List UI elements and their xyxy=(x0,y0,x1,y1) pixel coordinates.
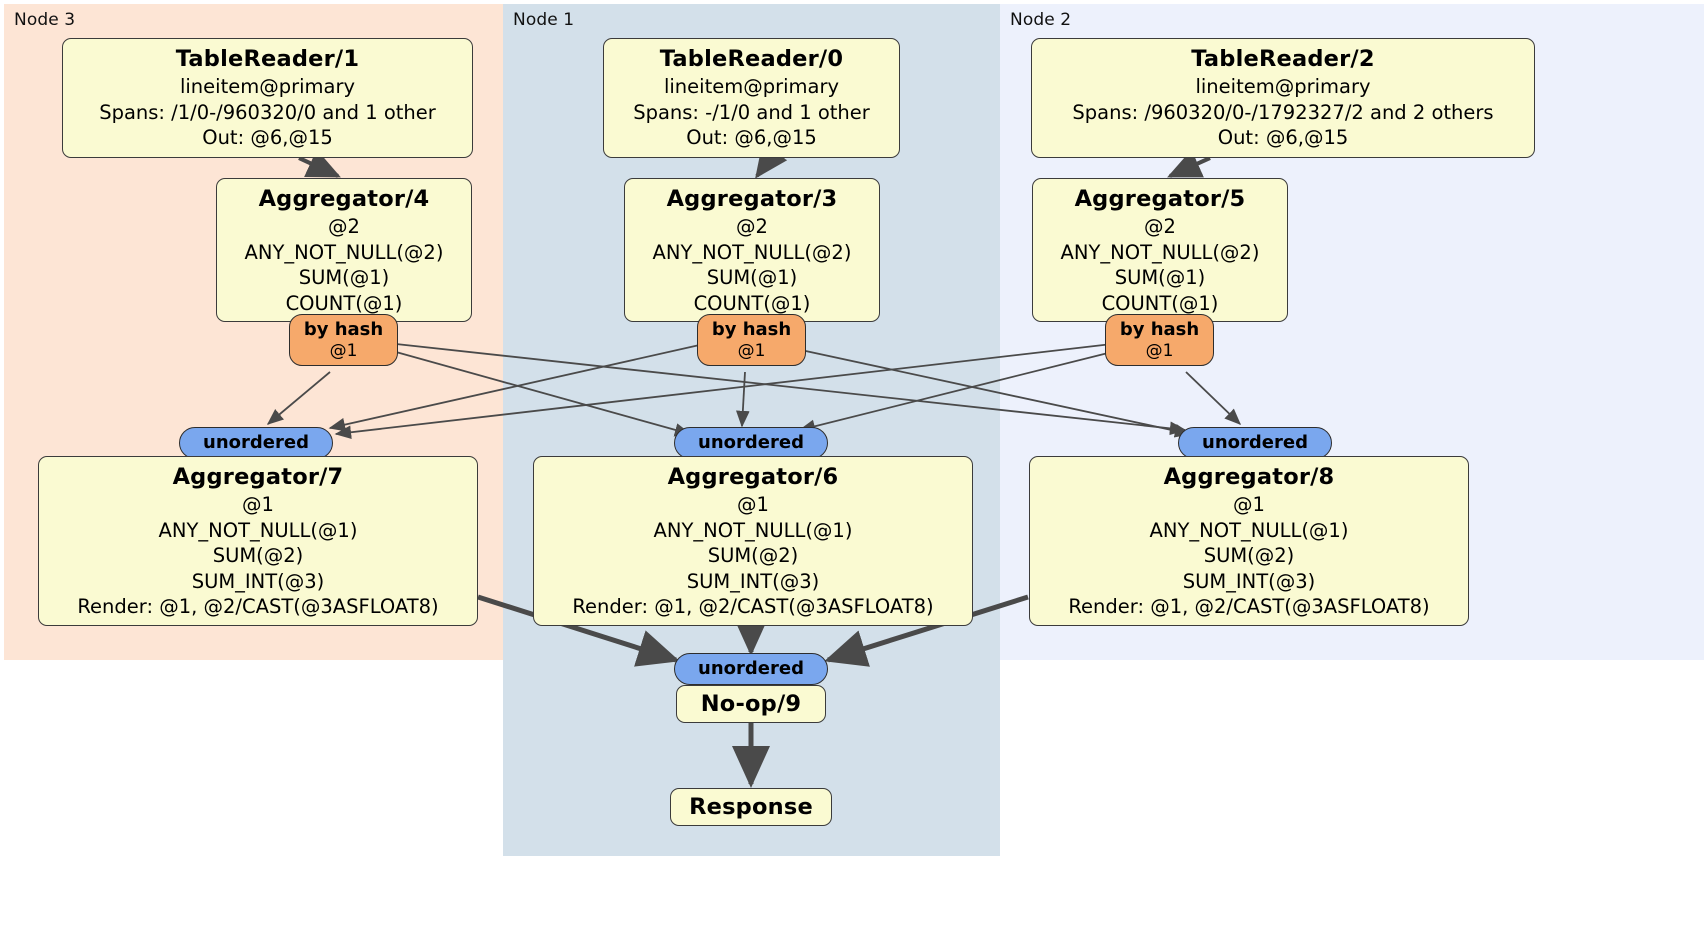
processor-line: Render: @1, @2/CAST(@3ASFLOAT8) xyxy=(77,595,439,618)
processor-aggregator-7[interactable]: Aggregator/7 @1 ANY_NOT_NULL(@1) SUM(@2)… xyxy=(38,456,478,626)
synchronizer-kind-label: unordered xyxy=(203,432,309,453)
router-column-label: @1 xyxy=(329,341,358,361)
synchronizer-kind-label: unordered xyxy=(1202,432,1308,453)
processor-line: SUM(@2) xyxy=(1203,544,1295,567)
processor-line: @2 xyxy=(328,215,360,238)
processor-line: ANY_NOT_NULL(@1) xyxy=(653,518,853,542)
processor-title: Response xyxy=(689,793,813,820)
processor-line: @1 xyxy=(1233,493,1265,516)
router-by-hash-right[interactable]: by hash @1 xyxy=(1105,314,1214,366)
node-panel-label-node2: Node 2 xyxy=(1010,10,1072,30)
processor-aggregator-6[interactable]: Aggregator/6 @1 ANY_NOT_NULL(@1) SUM(@2)… xyxy=(533,456,973,626)
processor-line: Out: @6,@15 xyxy=(202,126,333,149)
processor-line: lineitem@primary xyxy=(663,75,840,98)
router-kind-label: by hash xyxy=(303,319,384,340)
processor-line: ANY_NOT_NULL(@2) xyxy=(244,240,444,264)
processor-line: Out: @6,@15 xyxy=(1217,126,1349,149)
processor-no-op-9[interactable]: No-op/9 xyxy=(676,685,826,723)
processor-line: Render: @1, @2/CAST(@3ASFLOAT8) xyxy=(572,595,934,618)
processor-line: COUNT(@1) xyxy=(693,291,811,315)
processor-line: lineitem@primary xyxy=(1195,75,1371,98)
processor-line: COUNT(@1) xyxy=(285,291,403,315)
processor-title: TableReader/1 xyxy=(175,46,360,72)
router-by-hash-left[interactable]: by hash @1 xyxy=(289,314,398,366)
processor-line: Render: @1, @2/CAST(@3ASFLOAT8) xyxy=(1068,595,1430,618)
router-column-label: @1 xyxy=(737,341,766,361)
processor-title: Aggregator/5 xyxy=(1074,186,1246,212)
processor-line: COUNT(@1) xyxy=(1101,291,1219,315)
synchronizer-unordered-center[interactable]: unordered xyxy=(674,427,828,459)
processor-line: Spans: /960320/0-/1792327/2 and 2 others xyxy=(1072,100,1494,124)
router-kind-label: by hash xyxy=(1119,319,1200,340)
processor-line: @1 xyxy=(737,493,769,516)
processor-line: @1 xyxy=(242,493,274,516)
processor-line: SUM(@1) xyxy=(1114,266,1206,289)
processor-line: ANY_NOT_NULL(@2) xyxy=(652,240,852,264)
processor-tablereader-2[interactable]: TableReader/2 lineitem@primary Spans: /9… xyxy=(1031,38,1535,158)
synchronizer-kind-label: unordered xyxy=(698,658,804,679)
processor-line: SUM_INT(@3) xyxy=(191,569,325,593)
processor-title: Aggregator/3 xyxy=(666,186,838,212)
synchronizer-unordered-right[interactable]: unordered xyxy=(1178,427,1332,459)
processor-line: lineitem@primary xyxy=(179,75,356,98)
processor-title: TableReader/0 xyxy=(659,46,844,72)
synchronizer-unordered-left[interactable]: unordered xyxy=(179,427,333,459)
processor-line: ANY_NOT_NULL(@2) xyxy=(1060,240,1260,264)
processor-title: Aggregator/8 xyxy=(1163,464,1335,490)
processor-line: SUM(@2) xyxy=(212,544,304,567)
processor-tablereader-0[interactable]: TableReader/0 lineitem@primary Spans: -/… xyxy=(603,38,900,158)
processor-line: @2 xyxy=(1144,215,1176,238)
processor-line: ANY_NOT_NULL(@1) xyxy=(158,518,358,542)
processor-line: SUM(@2) xyxy=(707,544,799,567)
processor-line: Spans: -/1/0 and 1 other xyxy=(633,100,870,124)
node-panel-label-node1: Node 1 xyxy=(513,10,575,30)
processor-line: Out: @6,@15 xyxy=(686,126,817,149)
router-by-hash-center[interactable]: by hash @1 xyxy=(697,314,806,366)
processor-tablereader-1[interactable]: TableReader/1 lineitem@primary Spans: /1… xyxy=(62,38,473,158)
processor-line: @2 xyxy=(736,215,768,238)
processor-line: SUM_INT(@3) xyxy=(1182,569,1316,593)
processor-line: Spans: /1/0-/960320/0 and 1 other xyxy=(99,100,436,124)
synchronizer-unordered-final[interactable]: unordered xyxy=(674,653,828,685)
processor-aggregator-8[interactable]: Aggregator/8 @1 ANY_NOT_NULL(@1) SUM(@2)… xyxy=(1029,456,1469,626)
processor-aggregator-4[interactable]: Aggregator/4 @2 ANY_NOT_NULL(@2) SUM(@1)… xyxy=(216,178,472,322)
processor-line: SUM(@1) xyxy=(706,266,798,289)
node-panel-label-node3: Node 3 xyxy=(14,10,76,30)
processor-line: ANY_NOT_NULL(@1) xyxy=(1149,518,1349,542)
processor-title: Aggregator/6 xyxy=(667,464,839,490)
processor-response[interactable]: Response xyxy=(670,788,832,826)
processor-title: TableReader/2 xyxy=(1191,46,1375,72)
processor-aggregator-3[interactable]: Aggregator/3 @2 ANY_NOT_NULL(@2) SUM(@1)… xyxy=(624,178,880,322)
processor-line: SUM(@1) xyxy=(298,266,390,289)
synchronizer-kind-label: unordered xyxy=(698,432,804,453)
router-column-label: @1 xyxy=(1145,341,1174,361)
router-kind-label: by hash xyxy=(711,319,792,340)
processor-aggregator-5[interactable]: Aggregator/5 @2 ANY_NOT_NULL(@2) SUM(@1)… xyxy=(1032,178,1288,322)
processor-title: No-op/9 xyxy=(700,690,802,717)
processor-title: Aggregator/7 xyxy=(172,464,344,490)
processor-title: Aggregator/4 xyxy=(258,186,430,212)
processor-line: SUM_INT(@3) xyxy=(686,569,820,593)
